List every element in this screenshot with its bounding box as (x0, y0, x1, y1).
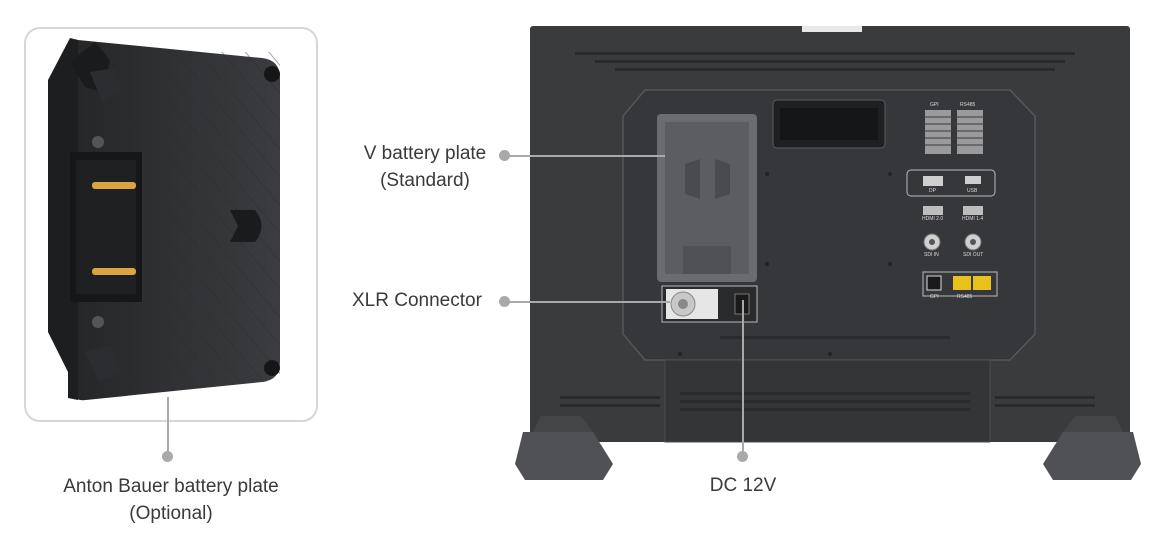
xlr-label: XLR Connector (352, 290, 482, 311)
panel-mark-rs485: RS485 (960, 102, 976, 108)
xlr-callout-dot (499, 296, 510, 307)
panel-mark-gpi: GPI (930, 102, 939, 108)
v-plate-callout-line (508, 155, 665, 157)
panel-mark-rs485-port: RS485 (957, 294, 973, 300)
dc-label: DC 12V (709, 475, 777, 496)
panel-mark-sdi-out: SDI OUT (963, 252, 984, 258)
panel-mark-usb: USB (967, 188, 978, 194)
panel-mark-hdmi20: HDMI 2.0 (922, 216, 944, 222)
ab-callout-dot (162, 451, 173, 462)
v-plate-label-line2: (Standard) (380, 170, 470, 191)
panel-mark-hdmi14: HDMI 1.4 (962, 216, 984, 222)
ab-plate-label: Anton Bauer battery plate (Optional) (30, 473, 312, 527)
panel-mark-sdi-in: SDI IN (924, 252, 939, 258)
ab-plate-label-line1: Anton Bauer battery plate (63, 476, 279, 497)
ab-plate-label-line2: (Optional) (129, 503, 213, 524)
v-plate-label: V battery plate (Standard) (355, 140, 495, 194)
v-plate-callout-dot (499, 150, 510, 161)
dc-callout-dot (737, 451, 748, 462)
ab-callout-line (167, 397, 169, 455)
v-plate-label-line1: V battery plate (363, 143, 487, 164)
panel-mark-gpi-port: GPI (930, 294, 939, 300)
monitor-rear-image (515, 26, 1141, 480)
anton-bauer-plate-image (48, 38, 280, 401)
panel-mark-dp: DP (929, 188, 936, 194)
dc-callout-line (742, 300, 744, 455)
xlr-callout-line (508, 301, 670, 303)
